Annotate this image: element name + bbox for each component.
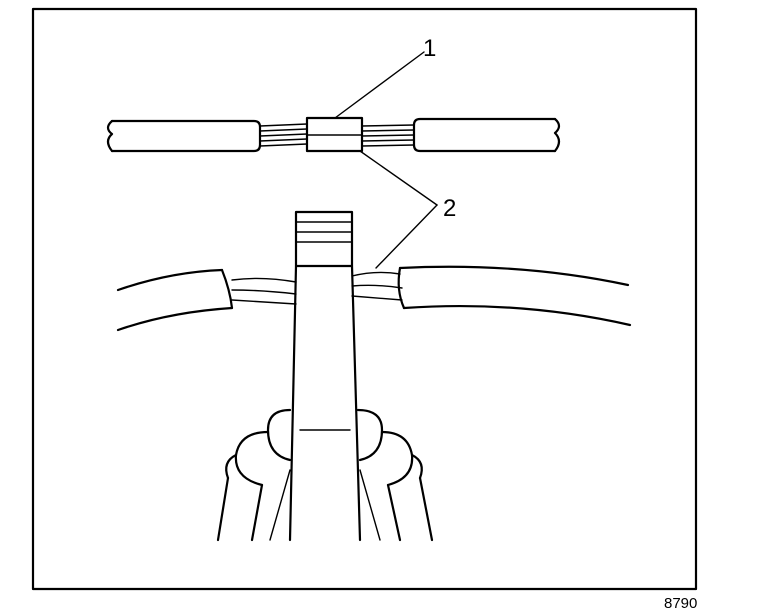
curved-wire-left-insulation [116, 268, 234, 332]
callout-2: 2 [359, 150, 456, 269]
figure-number: 8790 [664, 595, 697, 612]
callout-1-leader [334, 51, 425, 119]
right-wire-cut-end [553, 117, 561, 153]
right-stripped-strands [361, 124, 415, 147]
left-wire-insulation [110, 119, 262, 153]
callout-2-leader-top [359, 150, 438, 206]
left-wire-cut-end [106, 119, 114, 153]
curved-wire-strands [231, 271, 403, 305]
tool-left-knuckle [266, 408, 292, 462]
right-wire-insulation [412, 117, 557, 153]
spliced-wire-assembly [106, 116, 561, 153]
figure-frame [31, 7, 698, 591]
callout-2-label: 2 [443, 195, 456, 222]
curved-wire [116, 265, 632, 332]
crimping-tool-body [288, 264, 362, 542]
crimping-tool [216, 210, 434, 542]
crimping-tool-jaw [294, 210, 354, 268]
callout-2-leader-bottom [375, 204, 438, 269]
tool-right-knuckle [356, 408, 384, 462]
left-stripped-strands [259, 123, 308, 147]
callout-1-label: 1 [423, 35, 436, 62]
curved-wire-right-insulation [398, 265, 632, 327]
callout-1: 1 [334, 35, 436, 119]
